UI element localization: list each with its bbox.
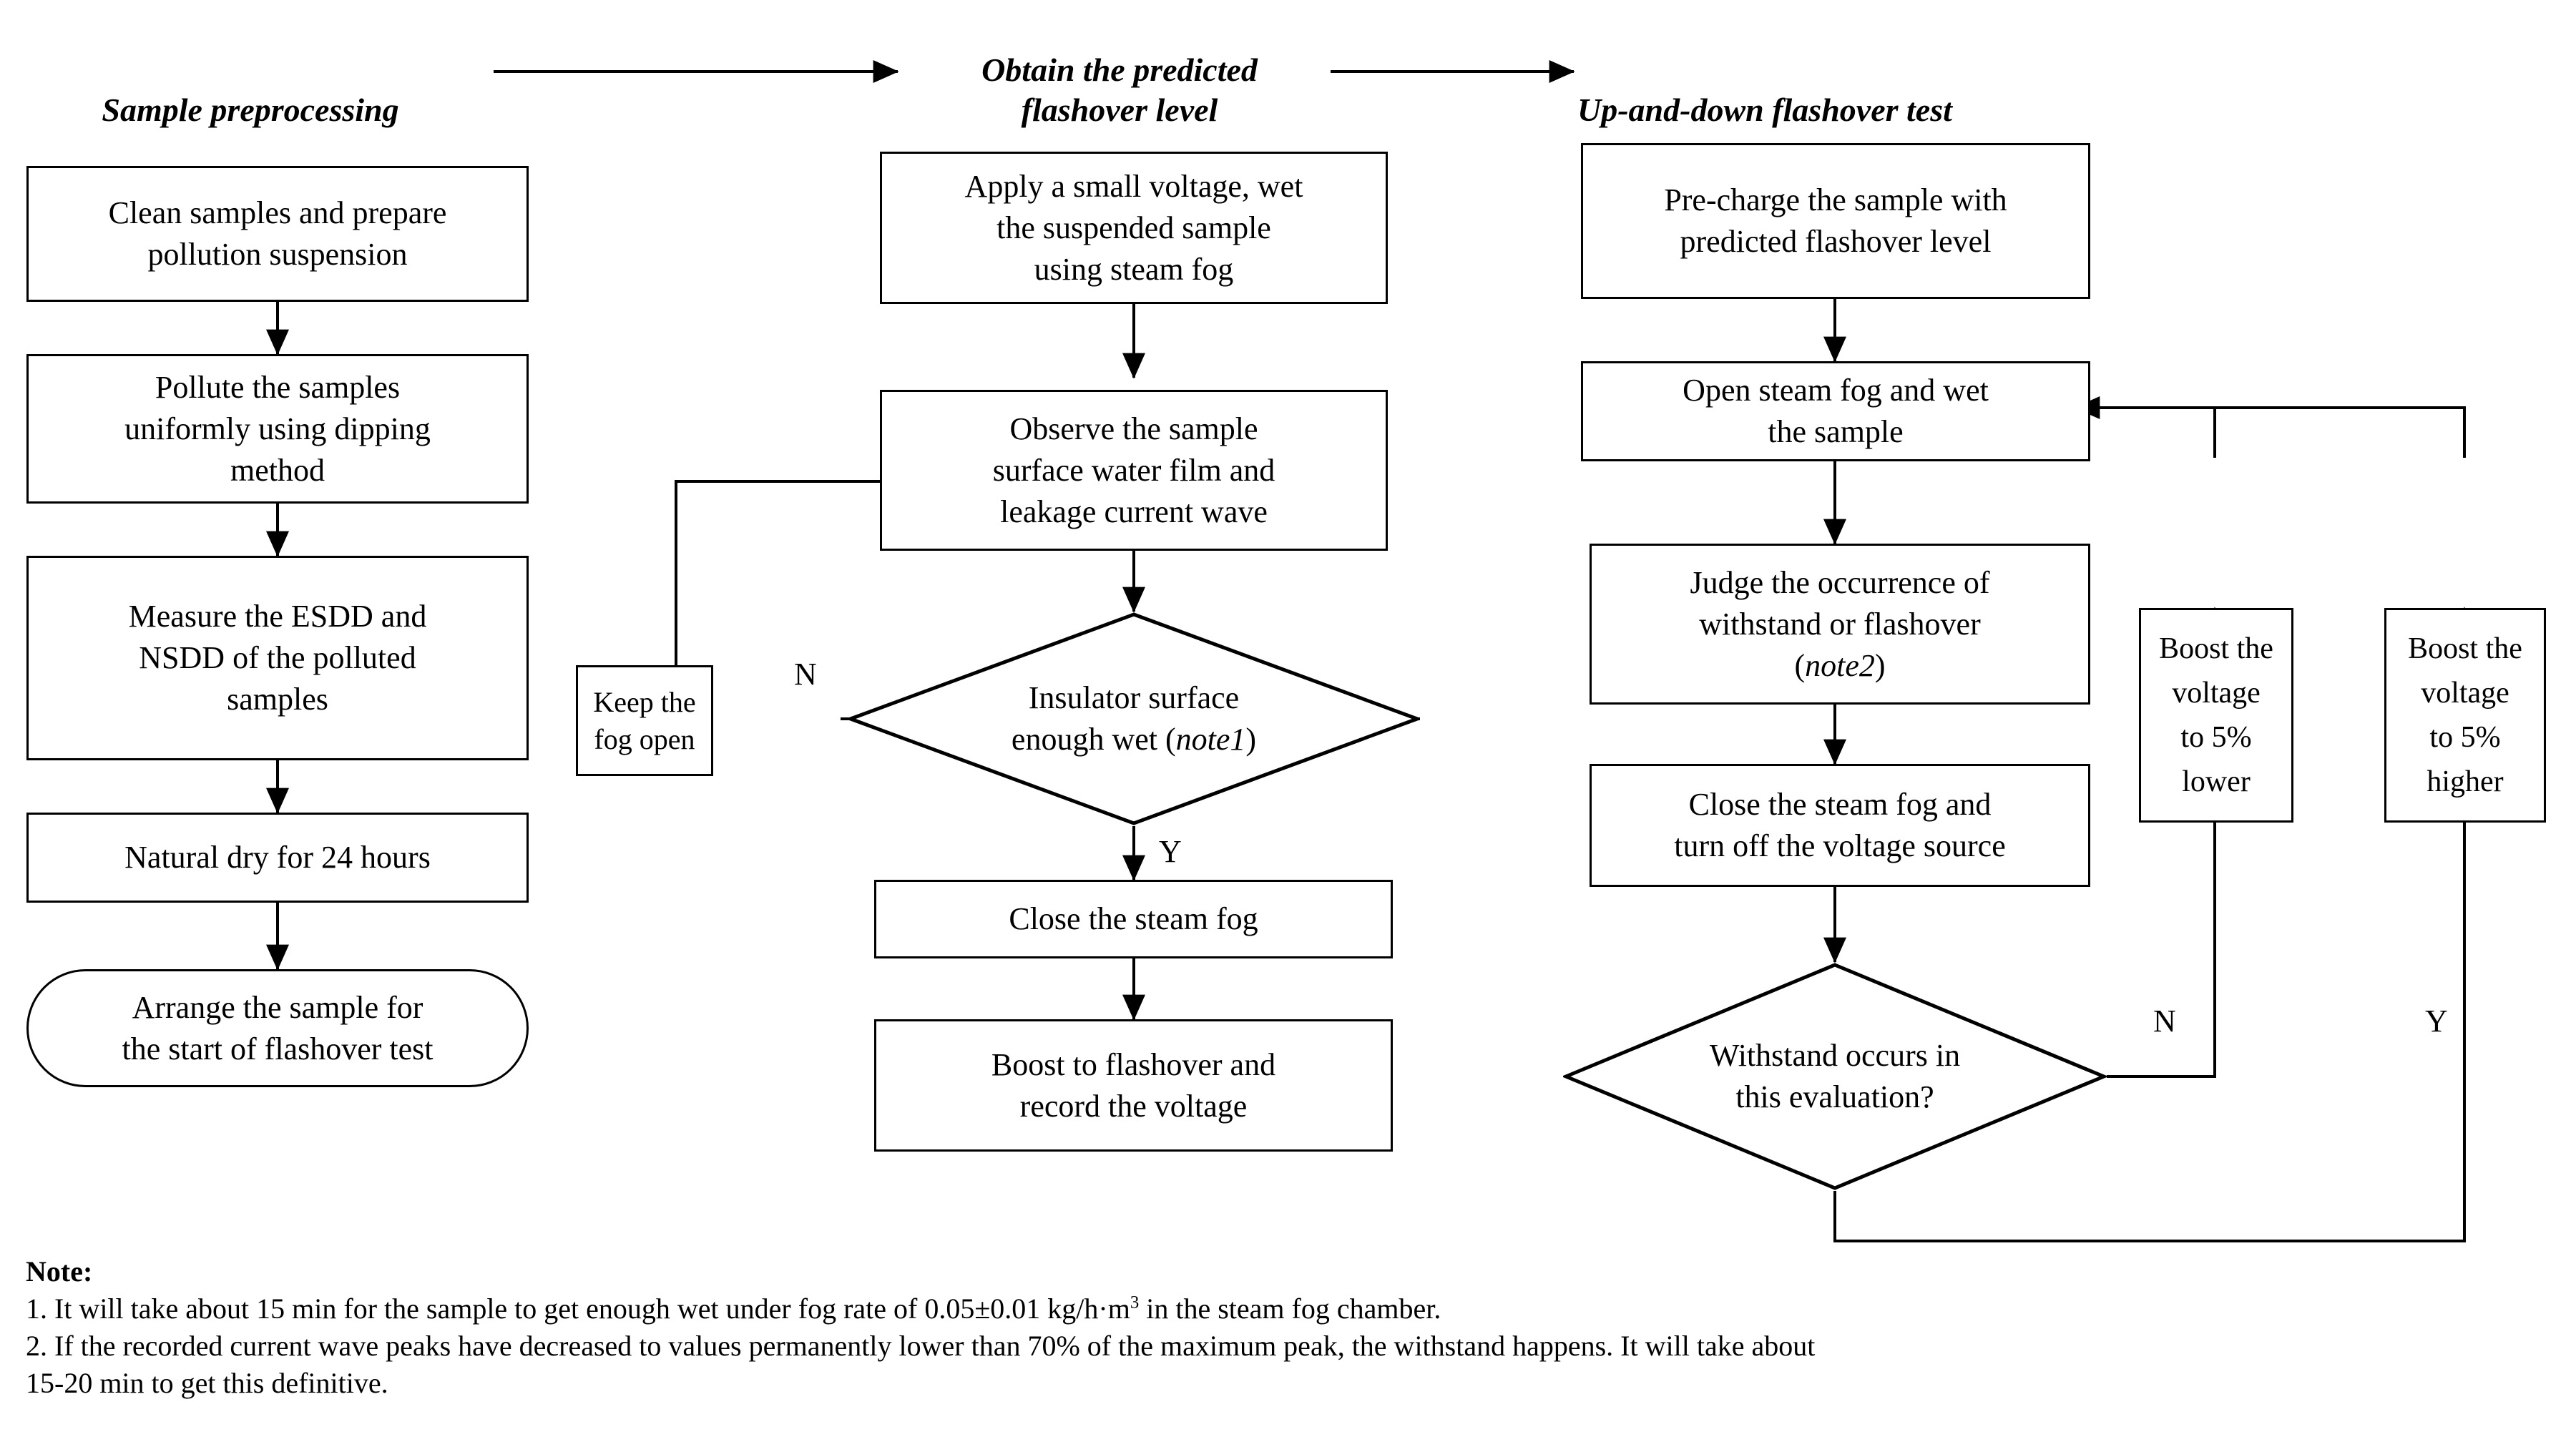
note-line-2: 2. If the recorded current wave peaks ha… [26,1330,1816,1399]
node-open-steam-fog-wet-sample[interactable]: Open steam fog and wet the sample [1581,361,2090,461]
node-judge-occurrence[interactable]: Judge the occurrence of withstand or fla… [1590,544,2090,705]
diamond-shape [1561,963,2109,1190]
decision-withstand-occurs[interactable]: Withstand occurs in this evaluation? [1561,962,2109,1191]
node-label: Close the steam fog and turn off the vol… [1674,787,2006,863]
c3-return-rail [2074,396,2216,458]
node-close-steam-fog-turn-off[interactable]: Close the steam fog and turn off the vol… [1590,764,2090,887]
note-1-text: 1. It will take about 15 min for the sam… [26,1292,1130,1325]
judge-suffix: ) [1874,647,1886,683]
node-label: Keep the fog open [593,685,696,755]
edge-label-text: Y [2425,1004,2448,1039]
node-label: Boost to flashover and record the voltag… [991,1046,1276,1124]
node-boost-voltage-lower[interactable]: Boost the voltage to 5% lower [2139,608,2293,823]
node-label: Measure the ESDD and NSDD of the pollute… [128,599,427,717]
diamond-shape [845,612,1423,825]
edge-label-yes-c3: Y [2425,1005,2448,1038]
decision-label: Withstand occurs in this evaluation? [1563,962,2107,1191]
node-pollute-samples[interactable]: Pollute the samples uniformly using dipp… [26,354,529,504]
judge-note-ref: note2 [1805,647,1875,683]
node-clean-samples[interactable]: Clean samples and prepare pollution susp… [26,166,529,302]
node-arrange-sample-start[interactable]: Arrange the sample for the start of flas… [26,969,529,1087]
header-label: Sample preprocessing [102,92,399,128]
node-label: Clean samples and prepare pollution susp… [108,195,447,272]
node-measure-esdd-nsdd[interactable]: Measure the ESDD and NSDD of the pollute… [26,556,529,760]
note-1-superscript: 3 [1130,1292,1140,1313]
c3-return-rail-2 [2215,406,2466,458]
node-label: Pre-charge the sample with predicted fla… [1664,182,2007,259]
note-1-tail: in the steam fog chamber. [1139,1292,1441,1325]
decision-text-suffix: ) [1245,722,1257,757]
decision-insulator-surface-enough-wet[interactable]: Insulator surface enough wet (note1) [845,612,1423,826]
header-up-and-down-flashover-test: Up-and-down flashover test [1577,50,2107,130]
node-label: Pollute the samples uniformly using dipp… [124,369,431,488]
node-close-the-steam-fog[interactable]: Close the steam fog [874,880,1393,958]
node-label: Observe the sample surface water film an… [992,411,1275,529]
edge-label-text: N [794,657,817,692]
notes-block: Note: 1. It will take about 15 min for t… [26,1253,2544,1402]
node-natural-dry[interactable]: Natural dry for 24 hours [26,813,529,903]
node-label: Apply a small voltage, wet the suspended… [964,168,1303,287]
decision-text: Insulator surface enough wet ( [1011,680,1240,757]
header-obtain-predicted-flashover-level: Obtain the predicted flashover level [937,10,1302,130]
decision-label: Insulator surface enough wet (note1) [848,612,1420,826]
node-label: Boost the voltage to 5% higher [2408,632,2522,798]
note-line-1: 1. It will take about 15 min for the sam… [26,1290,2544,1328]
node-precharge-sample[interactable]: Pre-charge the sample with predicted fla… [1581,143,2090,299]
judge-prefix: Judge the occurrence of withstand or fla… [1690,564,1990,683]
header-sample-preprocessing: Sample preprocessing [21,50,479,130]
decision-note-ref: note1 [1175,722,1246,757]
header-label: Up-and-down flashover test [1577,92,1952,128]
node-boost-to-flashover[interactable]: Boost to flashover and record the voltag… [874,1019,1393,1152]
node-observe-sample-surface[interactable]: Observe the sample surface water film an… [880,390,1388,551]
node-apply-small-voltage[interactable]: Apply a small voltage, wet the suspended… [880,152,1388,304]
edge-label-text: Y [1159,834,1182,869]
header-label: Obtain the predicted flashover level [981,51,1258,128]
node-label: Open steam fog and wet the sample [1683,373,1989,449]
node-keep-the-fog-open[interactable]: Keep the fog open [576,665,713,776]
edge-label-no-c2: N [794,658,817,691]
decision-text: Withstand occurs in this evaluation? [1709,1038,1961,1114]
edge-label-no-c3: N [2153,1005,2176,1038]
notes-title: Note: [26,1255,93,1287]
node-label: Close the steam fog [1009,901,1258,936]
node-label: Arrange the sample for the start of flas… [122,989,434,1066]
edge-label-yes-c2: Y [1159,835,1182,868]
edge-label-text: N [2153,1004,2176,1039]
node-label: Boost the voltage to 5% lower [2159,632,2273,798]
node-label: Natural dry for 24 hours [124,840,431,875]
node-label: Judge the occurrence of withstand or fla… [1690,562,1989,687]
node-boost-voltage-higher[interactable]: Boost the voltage to 5% higher [2384,608,2546,823]
